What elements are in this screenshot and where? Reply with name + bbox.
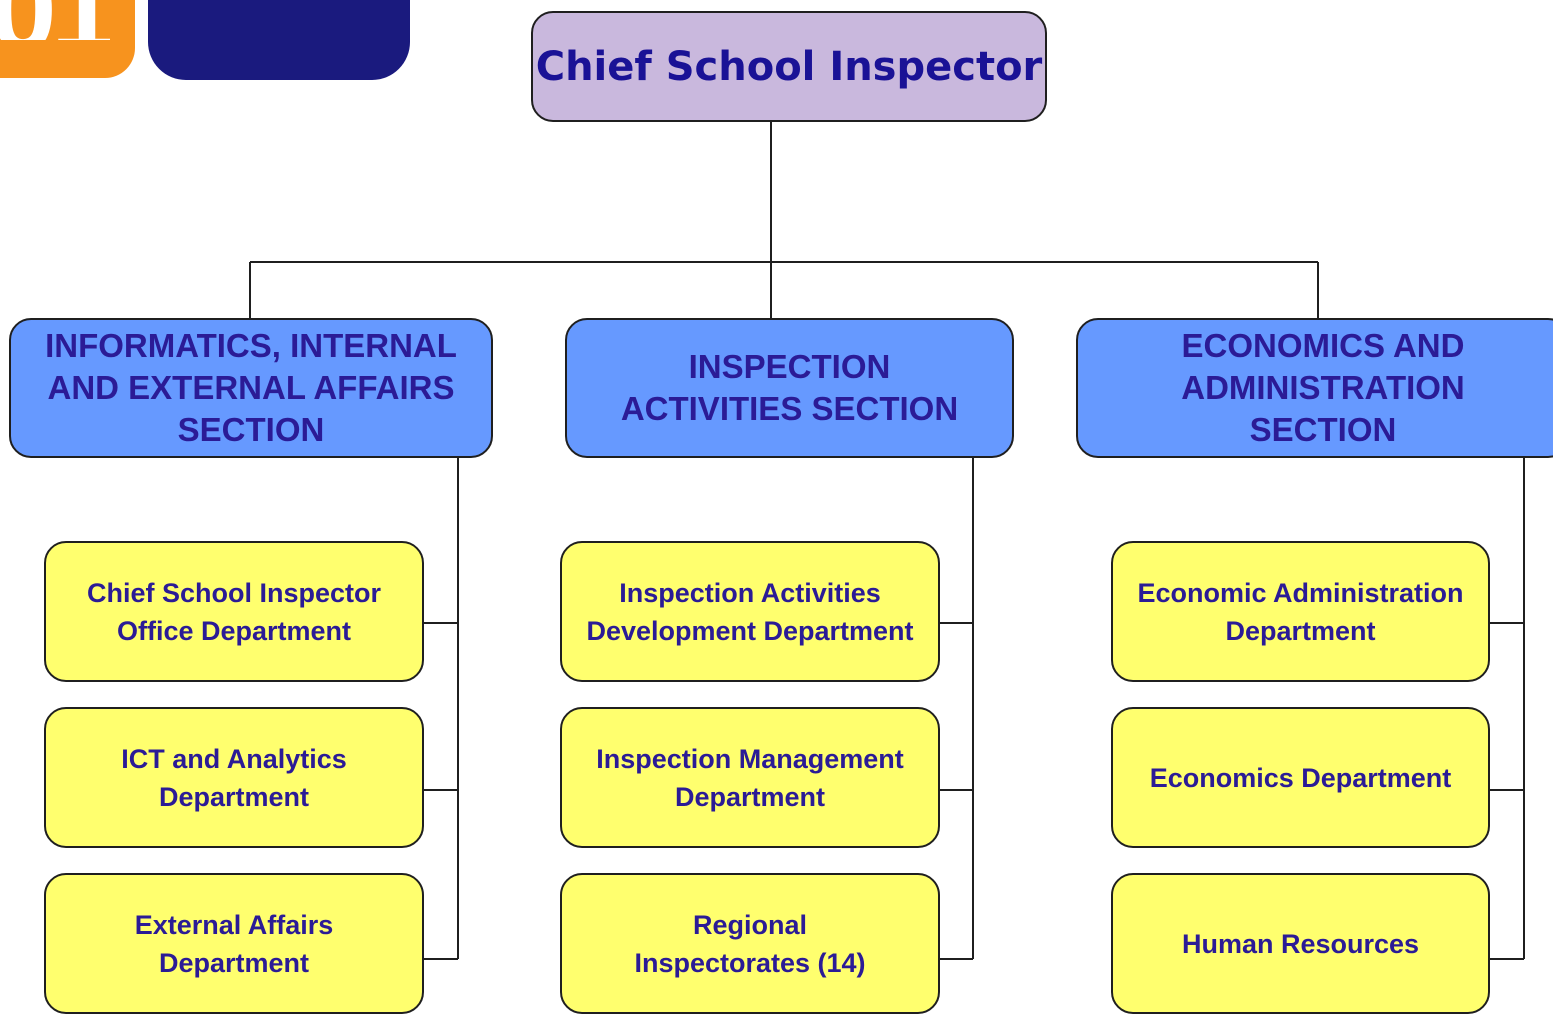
section-label: INSPECTION ACTIVITIES SECTION — [620, 348, 959, 427]
department-label: Regional Inspectorates (14) — [634, 909, 866, 978]
department-node: Inspection Activities Development Depart… — [560, 541, 940, 682]
department-label: Inspection Activities Development Depart… — [586, 577, 914, 646]
department-node: Economics Department — [1111, 707, 1490, 848]
department-node: ICT and Analytics Department — [44, 707, 424, 848]
section-node-economics: ECONOMICS AND ADMINISTRATION SECTION — [1076, 318, 1553, 458]
department-node: Human Resources — [1111, 873, 1490, 1014]
department-label: ICT and Analytics Department — [121, 743, 347, 812]
department-node: Economic Administration Department — [1111, 541, 1490, 682]
section-label: INFORMATICS, INTERNAL AND EXTERNAL AFFAI… — [45, 327, 457, 448]
department-label: Economics Department — [1149, 762, 1452, 793]
root-node-label: Chief School Inspector — [535, 43, 1043, 90]
department-label: Economic Administration Department — [1137, 577, 1464, 646]
logo-orange-block: 01 — [0, 0, 135, 78]
logo-glyph: 01 — [0, 0, 110, 40]
department-label: Human Resources — [1181, 928, 1420, 959]
department-node: Chief School Inspector Office Department — [44, 541, 424, 682]
department-label: External Affairs Department — [134, 909, 334, 978]
department-node: Inspection Management Department — [560, 707, 940, 848]
department-node: Regional Inspectorates (14) — [560, 873, 940, 1014]
root-node-chief-school-inspector: Chief School Inspector — [531, 11, 1047, 122]
logo-blue-block — [148, 0, 410, 80]
department-label: Chief School Inspector Office Department — [86, 577, 382, 646]
department-node: External Affairs Department — [44, 873, 424, 1014]
department-label: Inspection Management Department — [596, 743, 904, 812]
section-node-informatics: INFORMATICS, INTERNAL AND EXTERNAL AFFAI… — [9, 318, 493, 458]
section-node-inspection-activities: INSPECTION ACTIVITIES SECTION — [565, 318, 1014, 458]
section-label: ECONOMICS AND ADMINISTRATION SECTION — [1181, 327, 1465, 448]
